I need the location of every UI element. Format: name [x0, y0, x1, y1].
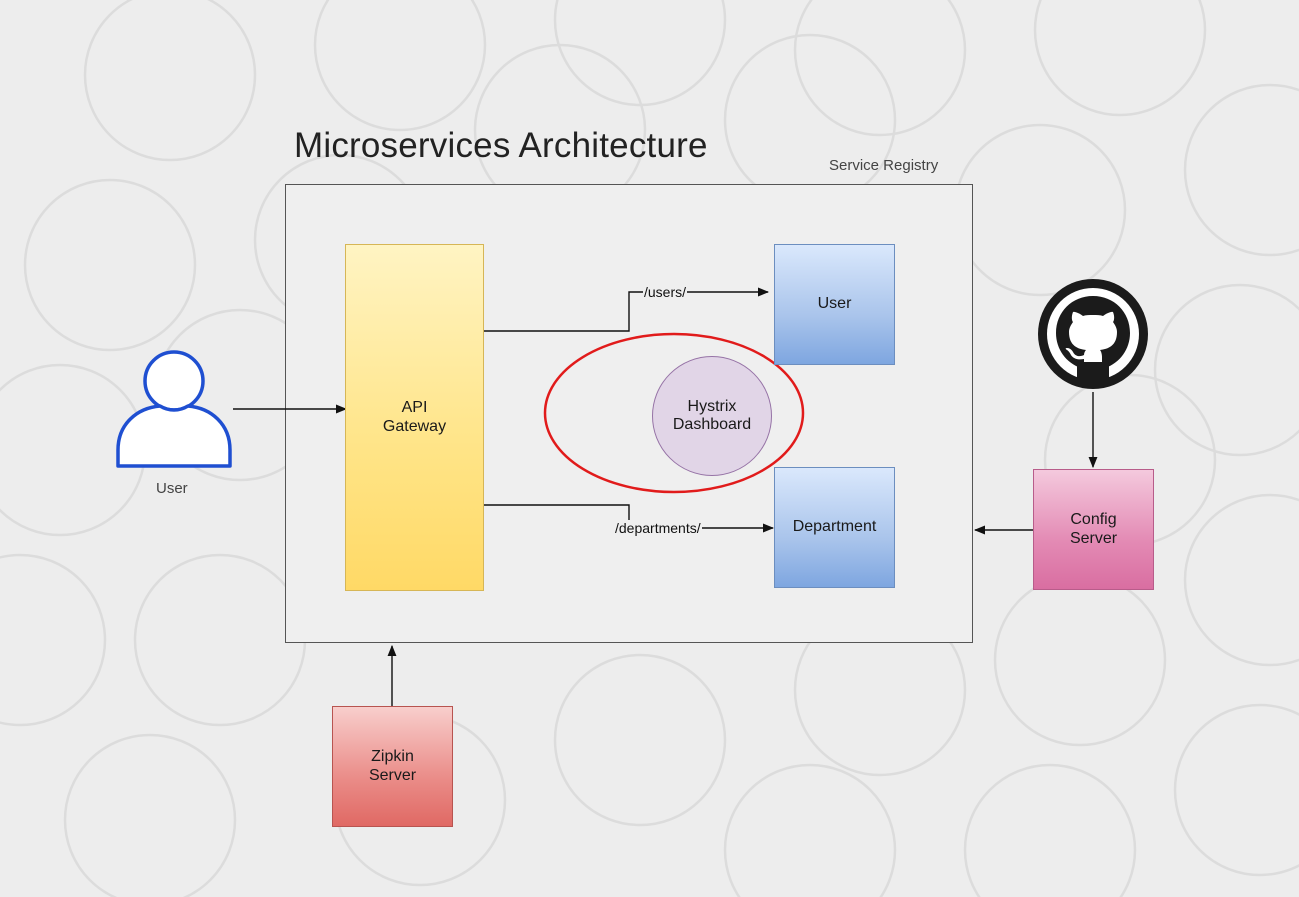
diagram-title: Microservices Architecture — [294, 126, 708, 165]
user-service-node: User — [774, 244, 895, 365]
api-gateway-node: API Gateway — [345, 244, 484, 591]
hystrix-highlight-ellipse — [543, 332, 805, 494]
service-registry-label: Service Registry — [829, 157, 939, 174]
user-actor-icon — [116, 350, 232, 468]
hystrix-dashboard-node: Hystrix Dashboard — [652, 356, 772, 476]
config-server-node: Config Server — [1033, 469, 1154, 590]
departments-route-label: /departments/ — [614, 520, 702, 536]
github-icon — [1038, 279, 1148, 389]
users-route-label: /users/ — [643, 284, 688, 300]
edge-gateway-to-user — [484, 287, 770, 332]
user-actor-label: User — [156, 480, 188, 497]
department-service-node: Department — [774, 467, 895, 588]
zipkin-server-node: Zipkin Server — [332, 706, 453, 827]
